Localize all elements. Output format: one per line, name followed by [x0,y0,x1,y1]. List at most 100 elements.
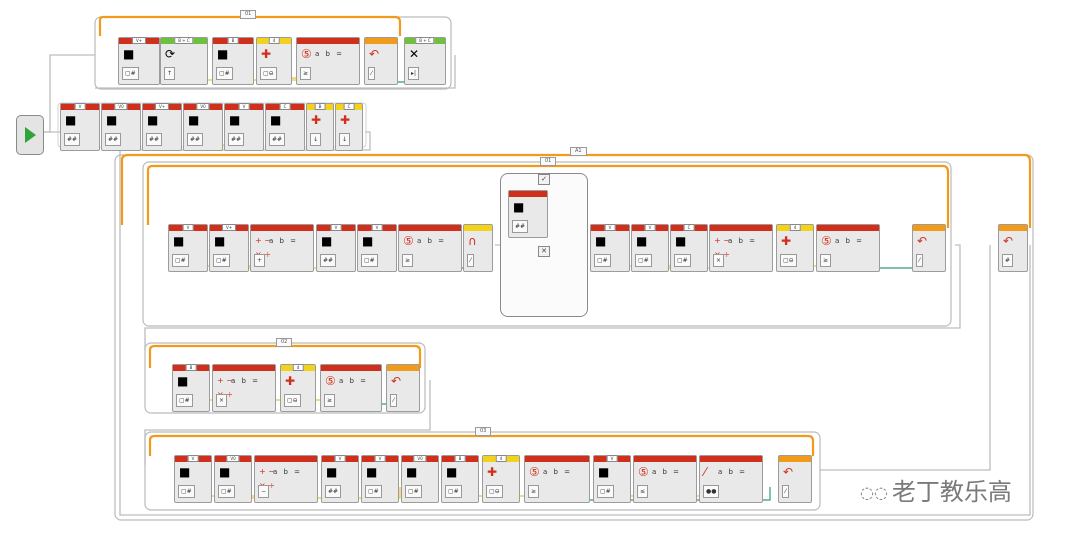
mode-field[interactable]: ⁄ [390,394,398,407]
loop-interrupt-block[interactable]: ↶⁄ [386,364,420,412]
timer-block[interactable]: B + C✕▸| [404,37,446,85]
motor-block[interactable]: B■▢# [212,37,254,85]
mode-field[interactable]: ⁄ [782,485,790,498]
mode-field[interactable]: ▢⊖ [260,67,277,80]
mode-field[interactable]: ≥ [402,254,414,267]
mode-field[interactable]: ≥ [300,67,312,80]
loop-interrupt-block[interactable]: ↶⁄ [912,224,946,272]
mode-field[interactable]: ≥ [820,254,832,267]
mode-field[interactable]: ▢# [361,254,378,267]
motor-block[interactable]: V■▢# [357,224,397,272]
mode-field[interactable]: ▢# [445,485,462,498]
switch-wait-block[interactable]: ↶⁄ [364,37,398,85]
loop-end-block[interactable]: ↶# [998,224,1028,272]
mode-field[interactable]: ▢⊖ [780,254,797,267]
mode-field[interactable]: # [1002,254,1014,267]
sensor-block[interactable]: 4✚▢⊖ [280,364,316,412]
mode-field[interactable]: × [216,394,228,407]
mode-field[interactable]: ## [512,220,529,233]
mode-field[interactable]: ## [269,133,286,146]
motor-block[interactable]: V■## [60,103,100,151]
motor-block[interactable]: V■▢# [174,455,212,503]
motor-block[interactable]: V0■▢# [214,455,252,503]
mode-field[interactable]: − [258,485,270,498]
sensor-block[interactable]: B✚↓ [306,103,334,151]
motor-block[interactable]: V■▢# [631,224,669,272]
mode-field[interactable]: ▢# [597,485,614,498]
sensor-block[interactable]: 4✚▢⊖ [256,37,292,85]
motor-block[interactable]: V■▢# [168,224,208,272]
logic-block[interactable]: ∩⁄ [463,224,493,272]
motor-block[interactable]: ■## [508,190,548,238]
start-block[interactable] [16,115,44,155]
mode-field[interactable]: ⁄ [467,254,475,267]
mode-field[interactable]: ▢# [365,485,382,498]
mode-field[interactable]: ⁄ [916,254,924,267]
mode-field[interactable]: + [254,254,266,267]
timer-block[interactable]: B + C⟳↑ [160,37,208,85]
math-block[interactable]: + −× ÷a b =+ [250,224,314,272]
mode-field[interactable]: ## [146,133,163,146]
mode-field[interactable]: ⁄ [368,67,376,80]
mode-field[interactable]: ↑ [164,67,176,80]
switch-true-tab[interactable]: ✓ [538,174,550,185]
mode-field[interactable]: ▢# [176,394,193,407]
mode-field[interactable]: ## [320,254,337,267]
motor-block[interactable]: V+■▢# [209,224,249,272]
motor-block[interactable]: C■▢# [670,224,708,272]
motor-block[interactable]: B■▢# [172,364,210,412]
mode-field[interactable]: ▢⊖ [284,394,301,407]
mode-field[interactable]: ▢# [674,254,691,267]
motor-block[interactable]: C■## [265,103,305,151]
switch-false-tab[interactable]: ✕ [538,246,550,257]
mode-field[interactable]: ## [228,133,245,146]
mode-field[interactable]: ▢# [635,254,652,267]
mode-field[interactable]: ≥ [324,394,336,407]
motor-block[interactable]: V0■## [183,103,223,151]
math-block[interactable]: + −× ÷a b =− [254,455,318,503]
loop-interrupt-block[interactable]: ↶⁄ [778,455,812,503]
mode-field[interactable]: ▢⊖ [486,485,503,498]
motor-block[interactable]: V■▢# [361,455,399,503]
motor-block[interactable]: V+■## [142,103,182,151]
sensor-block[interactable]: C✚↓ [335,103,363,151]
math-block[interactable]: + −× ÷a b =× [212,364,276,412]
mode-field[interactable]: ▢# [405,485,422,498]
motor-block[interactable]: V0■▢# [401,455,439,503]
mode-field[interactable]: ↓ [339,133,351,146]
sensor-block[interactable]: 4✚▢⊖ [776,224,814,272]
motor-block[interactable]: V■▢# [590,224,630,272]
motor-block[interactable]: B■▢# [441,455,479,503]
sensor-block[interactable]: 4✚▢⊖ [482,455,520,503]
mode-field[interactable]: × [713,254,725,267]
mode-field[interactable]: ## [105,133,122,146]
mode-field[interactable]: ↓ [310,133,322,146]
math-block[interactable]: + −× ÷a b =× [709,224,773,272]
mode-field[interactable]: ▢# [213,254,230,267]
mode-field[interactable]: ▢# [218,485,235,498]
mode-field[interactable]: ≤ [637,485,649,498]
mode-field[interactable]: ●● [703,485,720,498]
motor-block[interactable]: V■## [321,455,359,503]
motor-block[interactable]: V■## [316,224,356,272]
logic-block[interactable]: ⁄a b =●● [699,455,763,503]
motor-block[interactable]: V0■## [101,103,141,151]
mode-field[interactable]: ▢# [594,254,611,267]
motor-block[interactable]: V+■▢# [118,37,160,85]
motor-block[interactable]: V■▢# [593,455,631,503]
mode-field[interactable]: ## [325,485,342,498]
mode-field[interactable]: ## [64,133,81,146]
mode-field[interactable]: ▢# [122,67,139,80]
mode-field[interactable]: ▢# [178,485,195,498]
mode-field[interactable]: ## [187,133,204,146]
mode-field[interactable]: ▸| [408,67,420,80]
mode-field[interactable]: ▢# [172,254,189,267]
motor-block[interactable]: V■## [224,103,264,151]
mode-field[interactable]: ▢# [216,67,233,80]
